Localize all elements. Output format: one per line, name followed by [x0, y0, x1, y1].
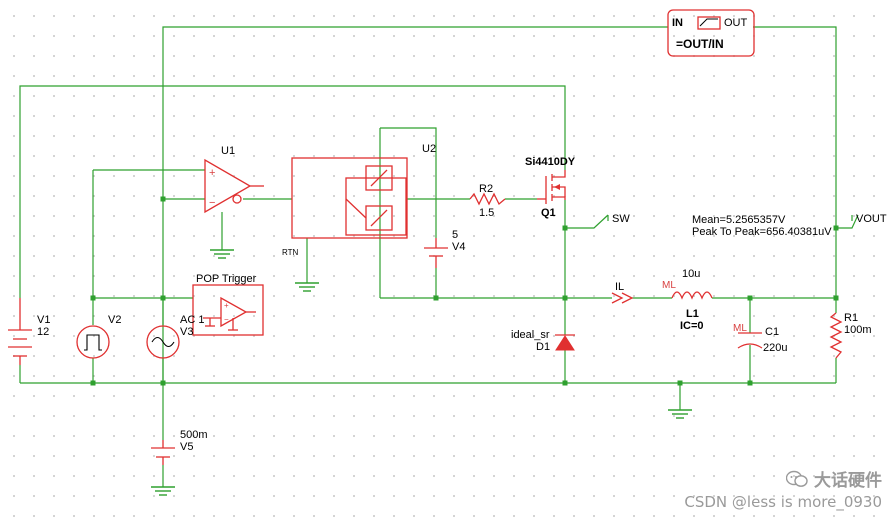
vout-p2p: Peak To Peak=656.40381uV [692, 226, 832, 238]
q1-part: Si4410DY [525, 156, 576, 168]
sw-label: SW [612, 213, 630, 225]
ground-v5 [151, 486, 175, 496]
d1-ref: D1 [536, 341, 550, 353]
svg-text:−: − [209, 197, 215, 209]
pop-label: POP Trigger [196, 273, 257, 285]
r2-ref: R2 [479, 183, 493, 195]
u2-driver[interactable]: U2 RTN [282, 143, 436, 257]
v2-source[interactable]: V2 [76, 314, 121, 359]
u2-rtn-label: RTN [282, 248, 299, 257]
q1-ref: Q1 [541, 207, 556, 219]
v1-source[interactable]: V1 12 [8, 298, 50, 365]
ground-rtn [295, 282, 319, 292]
r2-value: 1.5 [479, 207, 494, 219]
probe-expression: =OUT/IN [676, 37, 724, 51]
d1-diode[interactable]: ideal_sr D1 [511, 329, 575, 353]
ground-symbols [151, 249, 692, 496]
ground-main [668, 409, 692, 419]
vout-net-label: VOUT Mean=5.2565357V Peak To Peak=656.40… [692, 213, 887, 238]
r2-resistor[interactable]: R2 1.5 [469, 183, 506, 219]
pop-trigger[interactable]: + − POP Trigger [192, 273, 264, 336]
v2-ref: V2 [108, 314, 121, 326]
v5-value: 500m [180, 429, 208, 441]
il-current-probe[interactable]: IL [611, 281, 634, 304]
u1-ref: U1 [221, 145, 235, 157]
c1-capacitor[interactable]: ML C1 220u [733, 323, 787, 354]
junction-dots [90, 196, 839, 386]
il-label: IL [615, 281, 624, 293]
r1-ref: R1 [844, 312, 858, 324]
wires [19, 26, 859, 487]
v5-source[interactable]: 500m V5 [151, 429, 208, 465]
q1-mosfet[interactable]: Si4410DY Q1 [525, 156, 576, 219]
v5-ref: V5 [180, 441, 193, 453]
v4-ref: V4 [452, 241, 465, 253]
u2-ref: U2 [422, 143, 436, 155]
svg-text:+: + [209, 167, 215, 179]
v4-value: 5 [452, 229, 458, 241]
v4-source[interactable]: 5 V4 [424, 229, 465, 268]
vout-mean: Mean=5.2565357V [692, 214, 786, 226]
vout-label: VOUT [856, 213, 887, 225]
r1-resistor[interactable]: R1 100m [829, 312, 872, 359]
d1-part: ideal_sr [511, 329, 550, 341]
probe-out-label: OUT [724, 17, 748, 29]
v1-ref: V1 [37, 314, 50, 326]
l1-marker: ML [662, 280, 676, 291]
r1-value: 100m [844, 324, 872, 336]
v1-value: 12 [37, 326, 49, 338]
l1-ref: L1 [686, 308, 699, 320]
v3-ac: AC 1 [180, 314, 204, 326]
v3-ref: V3 [180, 326, 193, 338]
u1-comparator[interactable]: + − U1 [204, 145, 264, 214]
probe-out-in[interactable]: IN OUT =OUT/IN [667, 9, 755, 57]
svg-text:−: − [224, 315, 229, 324]
l1-inductor[interactable]: ML 10u L1 IC=0 [662, 268, 713, 332]
c1-ref: C1 [765, 326, 779, 338]
c1-marker: ML [733, 323, 747, 334]
c1-value: 220u [763, 342, 787, 354]
v3-source[interactable]: AC 1 V3 [146, 314, 204, 359]
sw-net-label: SW [607, 213, 630, 225]
svg-text:+: + [224, 301, 229, 310]
l1-value: 10u [682, 268, 700, 280]
l1-ic: IC=0 [680, 320, 704, 332]
ground-u1 [210, 249, 234, 259]
probe-in-label: IN [672, 17, 683, 29]
